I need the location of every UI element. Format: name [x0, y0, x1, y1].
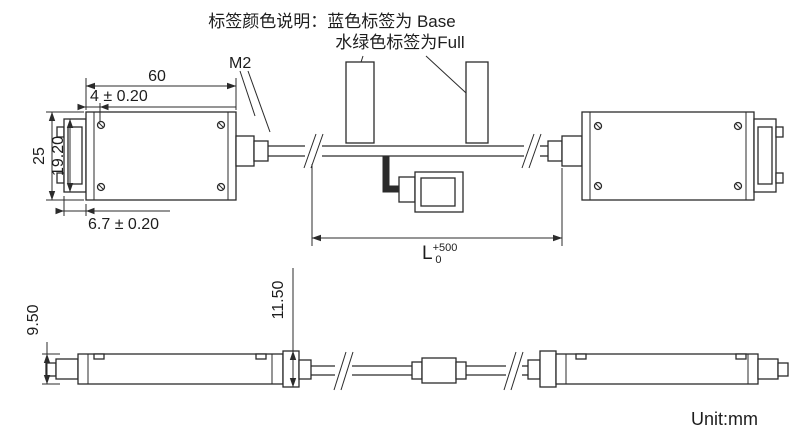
label-note-line2: 水绿色标签为Full [335, 33, 464, 52]
right-body-screws [593, 121, 743, 191]
side-left-body [77, 353, 284, 385]
side-view-left-device [45, 350, 312, 388]
dimension-body-length: 60 [85, 68, 237, 110]
side-view-cable [311, 351, 528, 391]
label-note-line1: 标签颜色说明：蓝色标签为 Base [208, 12, 455, 31]
left-connector-flange-top [56, 126, 65, 138]
left-strain-relief [235, 135, 255, 167]
right-strain-relief [561, 135, 583, 167]
cable-label-base [345, 61, 375, 144]
dim-9-50-label: 9.50 [25, 304, 42, 335]
branch-wire [382, 156, 399, 193]
right-connector-flange-top [775, 126, 784, 138]
left-cable-ferrule [253, 140, 269, 162]
side-view-right-device [527, 350, 789, 388]
dimension-connector-width: 19.20 [50, 118, 74, 193]
right-dsub-inner [757, 126, 773, 185]
left-body-screws [96, 120, 226, 192]
right-connector-flange-bottom [775, 172, 784, 184]
dimension-strain-relief-height: 11.50 [270, 268, 297, 388]
side-cable-break-left [333, 351, 354, 391]
branch-plug-ferrule [398, 176, 416, 203]
cable-break-right [521, 133, 542, 169]
thread-callout-m2: M2 [229, 55, 271, 133]
side-branch-connector [411, 357, 467, 384]
right-device-body [581, 111, 755, 201]
dimension-connector-depth: 6.7 ± 0.20 [55, 196, 170, 233]
cable-label-full [465, 61, 489, 144]
branch-plug-face [420, 177, 456, 207]
side-left-strain-relief [282, 350, 300, 388]
side-right-screw-boss-2 [735, 353, 747, 360]
right-cable-ferrule [547, 140, 563, 162]
top-view-cable [268, 61, 548, 213]
dim-60-label: 60 [148, 68, 166, 85]
m2-label: M2 [229, 55, 251, 72]
side-right-tab [777, 362, 789, 377]
side-cable-break-right [503, 351, 524, 391]
dimension-screw-offset: 4 ± 0.20 [77, 88, 236, 121]
side-right-ferrule [527, 359, 541, 380]
side-left-screw-boss-2 [255, 353, 267, 360]
side-left-connector [55, 358, 79, 380]
unit-label: Unit:mm [691, 409, 758, 429]
dim-25-label: 25 [31, 147, 48, 165]
dim-19-label: 19.20 [50, 136, 67, 176]
branch-connector [382, 156, 464, 213]
dim-6-7-label: 6.7 ± 0.20 [88, 216, 159, 233]
side-left-ferrule [298, 359, 312, 380]
top-view-left-device [56, 111, 269, 201]
side-right-strain-relief [539, 350, 557, 388]
dim-4-label: 4 ± 0.20 [90, 88, 148, 105]
top-view-right-device [547, 111, 784, 201]
dim-11-50-label: 11.50 [270, 280, 287, 319]
dimension-body-width: 25 [31, 111, 84, 201]
dimension-body-height: 9.50 [25, 304, 60, 385]
left-device-body [85, 111, 237, 201]
cable-break-left [303, 133, 324, 169]
side-right-screw-boss-1 [575, 353, 587, 360]
side-left-screw-boss-1 [93, 353, 105, 360]
side-right-connector [757, 358, 779, 380]
